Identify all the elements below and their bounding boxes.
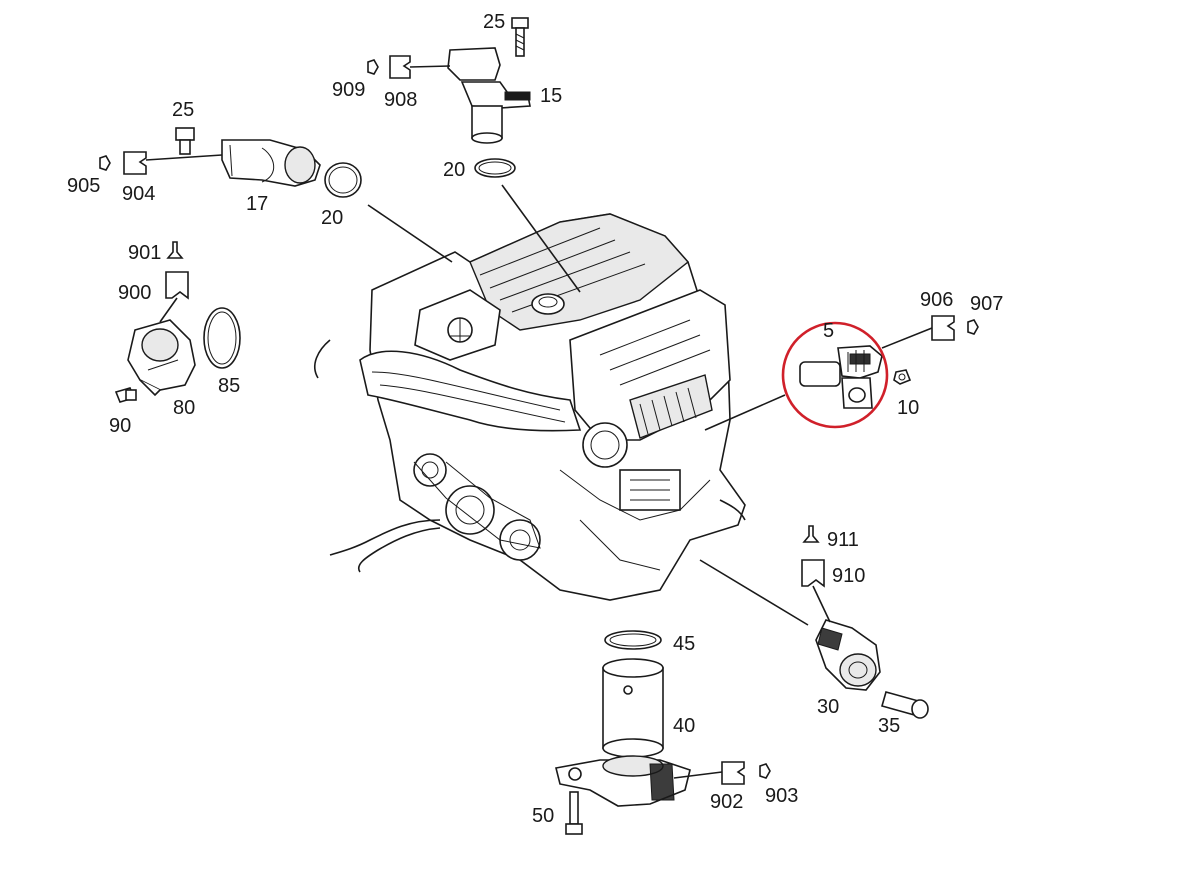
- label-80: 80: [173, 397, 196, 419]
- label-25-left: 25: [172, 99, 195, 121]
- label-20-top: 20: [443, 159, 466, 181]
- camshaft-sensor-15-group: [367, 17, 581, 293]
- label-5: 5: [823, 320, 835, 342]
- sensor-17-group: [99, 127, 453, 263]
- label-902: 902: [710, 791, 744, 813]
- sensor-80-group: [114, 241, 241, 403]
- label-25-top: 25: [483, 11, 506, 33]
- label-30: 30: [817, 696, 840, 718]
- label-911: 911: [827, 529, 859, 551]
- label-20-left: 20: [321, 207, 344, 229]
- label-909: 909: [332, 79, 366, 101]
- label-910: 910: [832, 565, 866, 587]
- label-10: 10: [897, 397, 920, 419]
- engine-assembly: [314, 213, 746, 601]
- label-908: 908: [384, 89, 418, 111]
- label-17: 17: [246, 193, 269, 215]
- label-905: 905: [67, 175, 101, 197]
- highlight-circle: [781, 321, 889, 429]
- sensor-5-group: [704, 315, 979, 431]
- label-901: 901: [128, 242, 162, 264]
- label-35: 35: [878, 715, 901, 737]
- sensor-30-group: [699, 525, 929, 719]
- label-15: 15: [540, 85, 563, 107]
- label-50: 50: [532, 805, 555, 827]
- label-906: 906: [920, 289, 954, 311]
- label-900: 900: [118, 282, 152, 304]
- label-903: 903: [765, 785, 799, 807]
- label-90: 90: [109, 415, 132, 437]
- label-904: 904: [122, 183, 156, 205]
- label-40: 40: [673, 715, 696, 737]
- label-85: 85: [218, 375, 241, 397]
- label-45: 45: [673, 633, 696, 655]
- oil-filter-group: [555, 630, 771, 835]
- label-907: 907: [970, 293, 1004, 315]
